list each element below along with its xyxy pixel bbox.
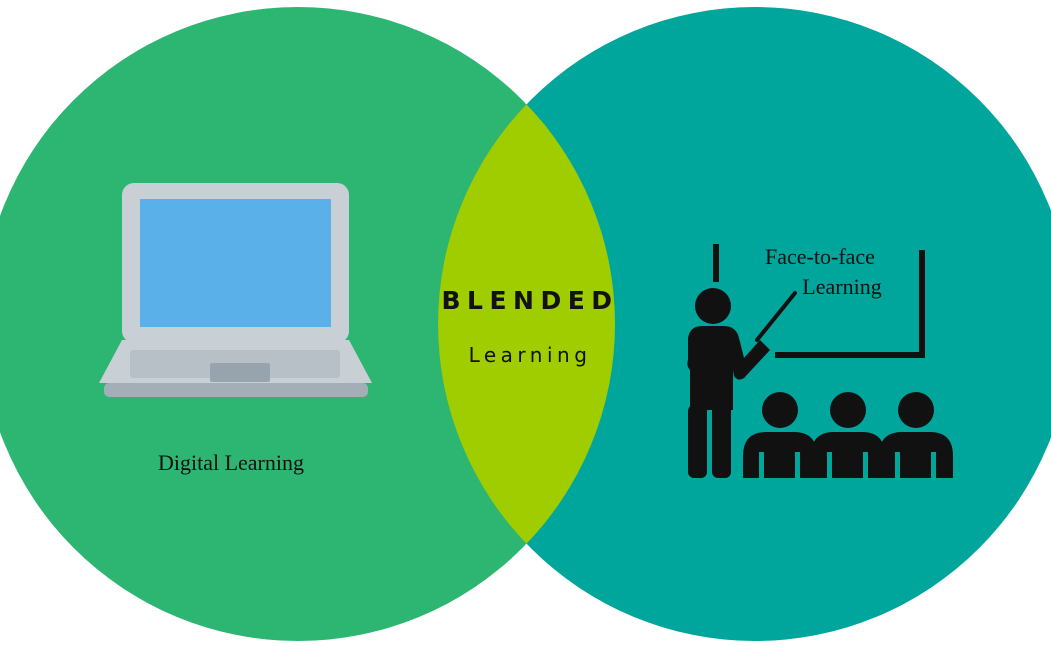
laptop-icon — [99, 183, 372, 397]
face-to-face-label-line1: Face-to-face — [765, 244, 875, 269]
face-to-face-circle — [438, 7, 1051, 641]
face-to-face-label-line2: Learning — [802, 274, 881, 299]
blended-subtitle: Learning — [469, 343, 592, 367]
teacher-with-students-icon — [687, 244, 953, 478]
digital-learning-label: Digital Learning — [158, 450, 304, 475]
blended-title: BLENDED — [441, 286, 618, 315]
